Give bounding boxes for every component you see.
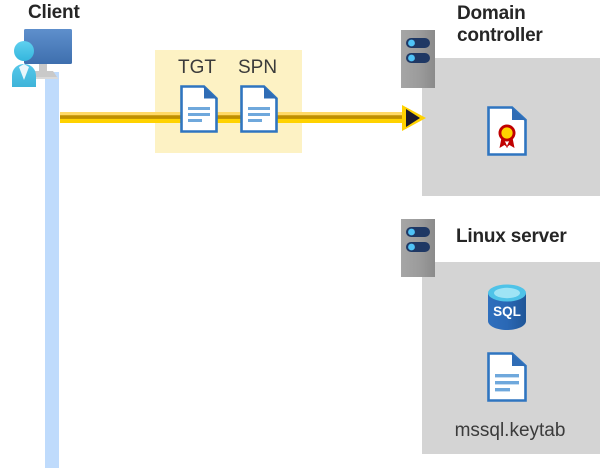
keytab-document-icon xyxy=(487,352,527,402)
flow-arrow-line xyxy=(60,112,409,123)
spn-label: SPN xyxy=(238,57,278,78)
tgt-label: TGT xyxy=(178,57,216,78)
certificate-document-icon xyxy=(487,106,527,156)
client-icon xyxy=(8,25,80,87)
client-label: Client xyxy=(28,2,80,23)
keytab-filename-label: mssql.keytab xyxy=(454,420,566,441)
domain-controller-server-icon xyxy=(401,30,435,88)
client-lifeline xyxy=(45,72,59,468)
sql-database-icon: SQL xyxy=(486,283,528,333)
domain-controller-label: Domain controller xyxy=(457,3,543,47)
linux-server-label: Linux server xyxy=(456,226,567,247)
linux-server-icon xyxy=(401,219,435,277)
flow-arrow-head-icon xyxy=(401,104,427,132)
svg-text:SQL: SQL xyxy=(493,304,521,319)
tgt-document-icon xyxy=(180,85,218,133)
spn-document-icon xyxy=(240,85,278,133)
